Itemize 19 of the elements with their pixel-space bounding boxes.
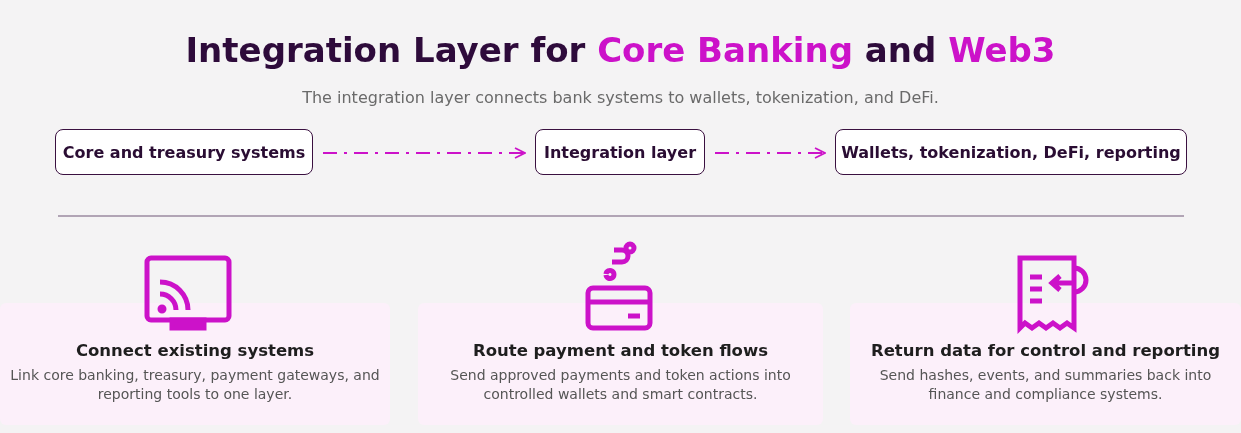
box-label: Wallets, tokenization, DeFi, reporting [841,142,1181,162]
card-description: Send approved payments and token actions into controlled wallets and smart contracts. [449,366,792,404]
arrow [714,147,826,159]
card-description: Link core banking, treasury, payment gateways, and reporting tools to one layer. [9,366,381,404]
card-heading: Return data for control and reporting [869,341,1221,360]
box-label: Core and treasury systems [62,142,306,162]
feature-card [0,303,390,425]
feature-card [850,303,1241,425]
process-box [835,129,1187,175]
card-heading: Connect existing systems [74,341,316,360]
box-label: Integration layer [544,142,696,162]
caption: The integration layer connects bank systems to wallets, tokenization, and DeFi. [301,88,940,107]
title: Integration Layer for Core Banking and Web3 [184,30,1057,70]
feature-card [418,303,823,425]
process-box [535,129,705,175]
process-box [55,129,313,175]
card-heading: Route payment and token flows [471,341,770,360]
arrow [322,147,526,159]
card-description: Send hashes, events, and summaries back into finance and compliance systems. [878,366,1213,404]
